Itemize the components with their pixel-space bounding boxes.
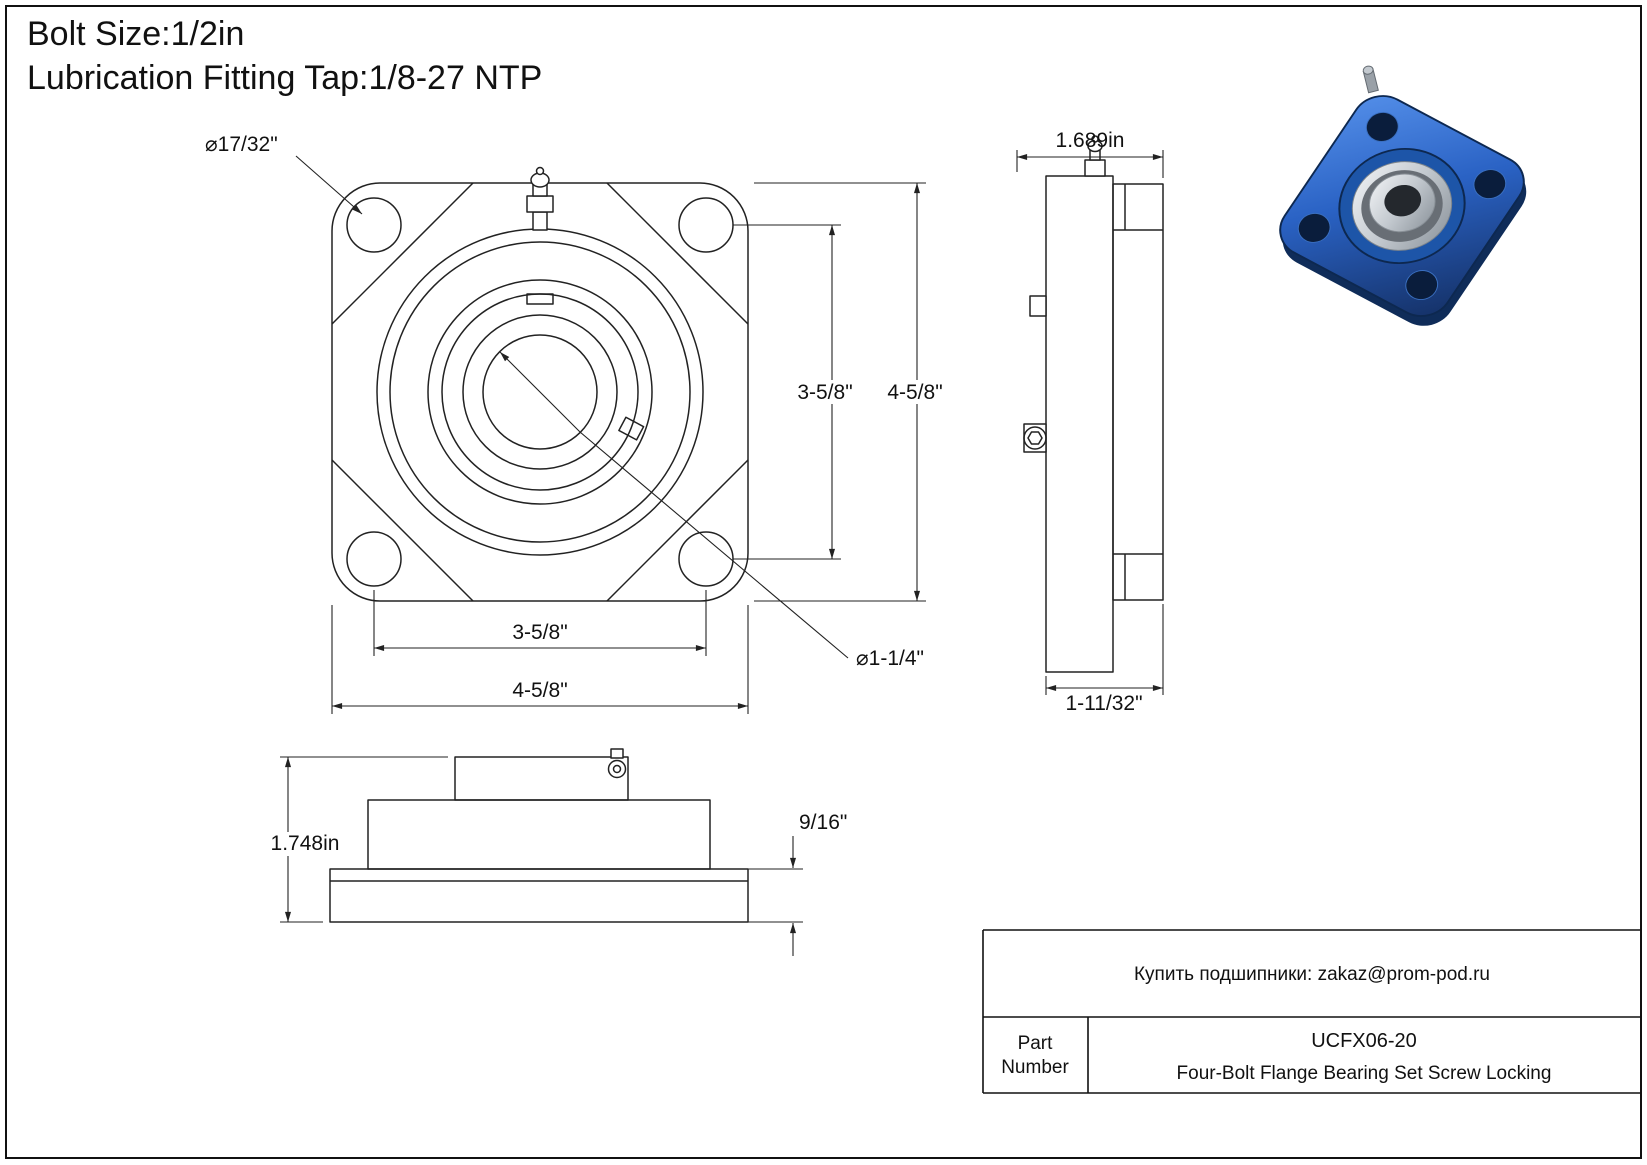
set-screw-head [607,759,627,779]
bolt-spacing-v-label: 3-5/8" [797,381,852,404]
dim-text-mask [794,380,858,404]
set-screw-hex-socket [1027,431,1043,445]
overall-width-label: 4-5/8" [512,679,567,702]
base-depth-label: 1-11/32" [1065,692,1142,715]
render-bolt-hole [1365,112,1399,142]
bolt-hole-dia-label: ⌀17/32" [205,133,278,156]
render-bolt-hole [1473,169,1507,200]
grease-fitting-nipple [535,166,545,176]
chamfer-bottom-left [331,459,474,602]
side-body-outline [1045,175,1114,673]
boss-circle-inner [389,241,691,543]
header-notes: Bolt Size:1/2in Lubrication Fitting Tap:… [27,15,542,97]
front-view [331,166,749,602]
set-screw-side [1023,423,1047,453]
inner-ring-circle [462,314,618,470]
render-bolt-hole [1405,270,1439,300]
render-bore [1384,184,1422,217]
bolt-size-note: Bolt Size:1/2in [27,15,244,53]
bore-dia-label: ⌀1-1/4" [856,647,924,670]
bore-circle [482,334,598,450]
part-number: UCFX06-20 [1311,1030,1417,1052]
render-fitting-dome [1362,65,1374,75]
side-view-dimensions: 1.689in 1-11/32" [1016,129,1164,715]
lubrication-note: Lubrication Fitting Tap:1/8-27 NTP [27,59,542,97]
set-screw-stub [610,748,624,759]
dim-text-mask [268,832,342,856]
chamfer-bottom-right [606,459,749,602]
bolt-hole-top-left [346,197,402,253]
bolt-spacing-h-label: 3-5/8" [512,621,567,644]
base-plate-outline [329,868,749,923]
housing-body-outline [367,799,711,870]
bore-dia-leader [499,351,849,659]
grease-fitting-nipple [1091,135,1099,143]
dim-text-mask [884,380,948,404]
part-label-line2: Number [1001,1057,1069,1078]
bolt-hole-top-right [678,197,734,253]
grease-fitting-stem [532,211,548,231]
unit-height-label: 1.748in [271,832,340,855]
front-view-dimensions: ⌀17/32" 3-5/8" 4-5/8" 3-5/8" 4-5/8" ⌀1-1… [205,133,948,714]
housing-circle-outer [427,279,653,505]
render-bolt-hole [1297,212,1331,243]
grease-fitting-hex [1084,159,1106,177]
render-grease-fitting [1362,65,1379,94]
collar-detail [1029,295,1047,317]
elevation-view [329,748,749,923]
elevation-dimensions: 1.748in 9/16" [268,756,847,956]
bolt-hole-bottom-right [678,531,734,587]
grease-fitting-hex [526,195,554,213]
set-screw-detail-front [618,416,645,441]
render-3d [1279,65,1527,326]
overall-depth-label: 1.689in [1056,129,1125,152]
set-screw-head [1023,426,1047,450]
flange-thickness-label: 9/16" [799,811,847,834]
hub-outline [454,756,629,801]
side-flange-plate [1112,183,1164,601]
keyway-detail [526,293,554,305]
contact-text: Купить подшипники: zakaz@prom-pod.ru [1134,964,1490,985]
side-view [1023,135,1164,673]
bolt-hole-dia-leader [295,155,363,215]
grease-fitting-front [526,166,554,231]
sheet-border [5,5,1642,1159]
set-screw-socket [612,764,622,774]
part-description: Four-Bolt Flange Bearing Set Screw Locki… [1177,1063,1552,1084]
chamfer-top-left [331,182,474,325]
overall-height-label: 4-5/8" [887,381,942,404]
title-block: Купить подшипники: zakaz@prom-pod.ru Par… [982,929,1641,1094]
part-label-line1: Part [1018,1033,1054,1054]
chamfer-top-right [606,182,749,325]
set-screw-elevation [607,748,627,779]
bolt-hole-bottom-left [346,531,402,587]
